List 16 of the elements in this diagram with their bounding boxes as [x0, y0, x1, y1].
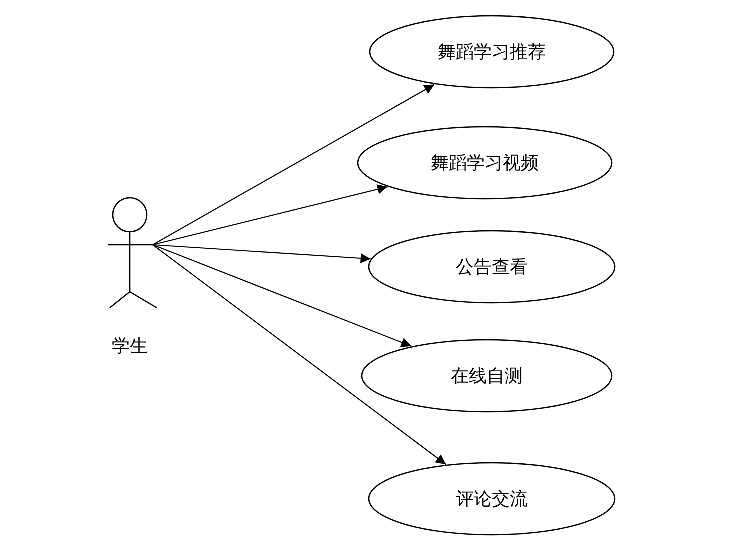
use-case-label: 舞蹈学习视频 [430, 152, 540, 175]
use-case-label: 在线自测 [450, 365, 524, 388]
arrow [152, 244, 371, 264]
use-case-ellipse [368, 462, 616, 536]
use-case-ellipse [368, 230, 616, 304]
use-case-ellipse [361, 339, 613, 413]
use-case-ellipse [369, 15, 615, 89]
arrow [152, 244, 446, 466]
arrow [152, 184, 388, 246]
use-case-label: 公告查看 [455, 256, 529, 279]
use-case-label: 评论交流 [455, 488, 529, 511]
use-case-ellipse [357, 126, 613, 200]
use-case-label: 舞蹈学习推荐 [437, 41, 547, 64]
actor-label: 学生 [111, 335, 149, 358]
arrow [152, 244, 412, 348]
arrow [152, 84, 435, 246]
